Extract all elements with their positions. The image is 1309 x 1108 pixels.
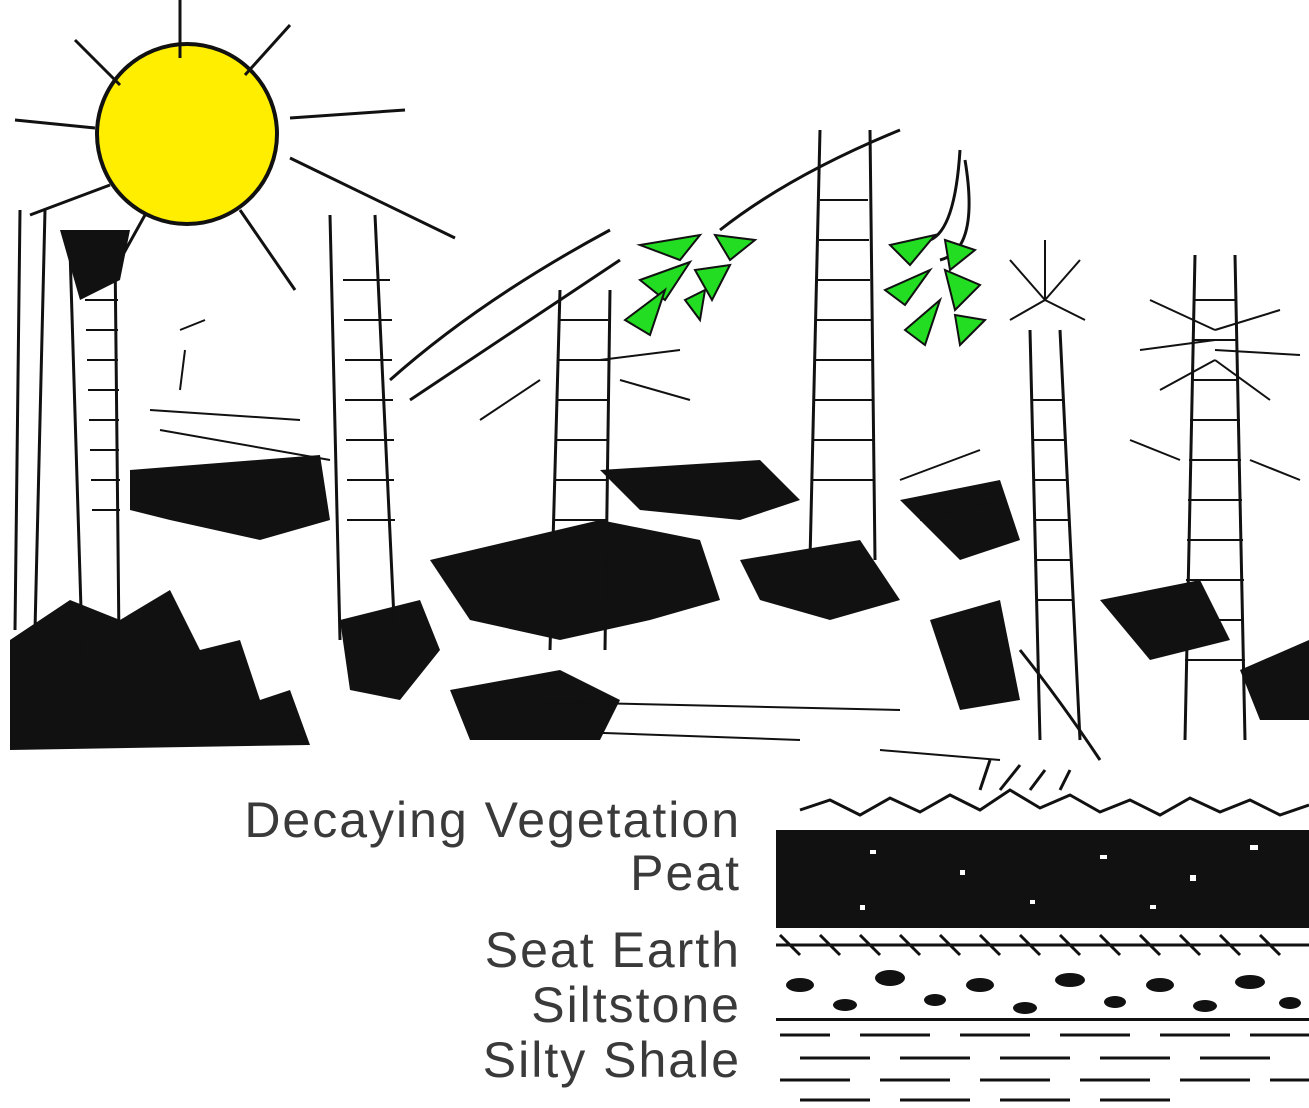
leaves [625,235,985,345]
seat-earth-layer [776,935,1309,955]
siltstone-layer [776,970,1309,1021]
seat-earth-label: Seat Earth [485,925,741,975]
silty-shale-label: Silty Shale [483,1035,741,1085]
peat-layer [776,830,1309,928]
decaying-vegetation-label: Decaying Vegetation [244,795,741,845]
decaying-vegetation-layer [800,760,1309,815]
silty-shale-layer [780,1035,1309,1100]
peat-label: Peat [630,848,741,898]
siltstone-label: Siltstone [531,980,741,1030]
